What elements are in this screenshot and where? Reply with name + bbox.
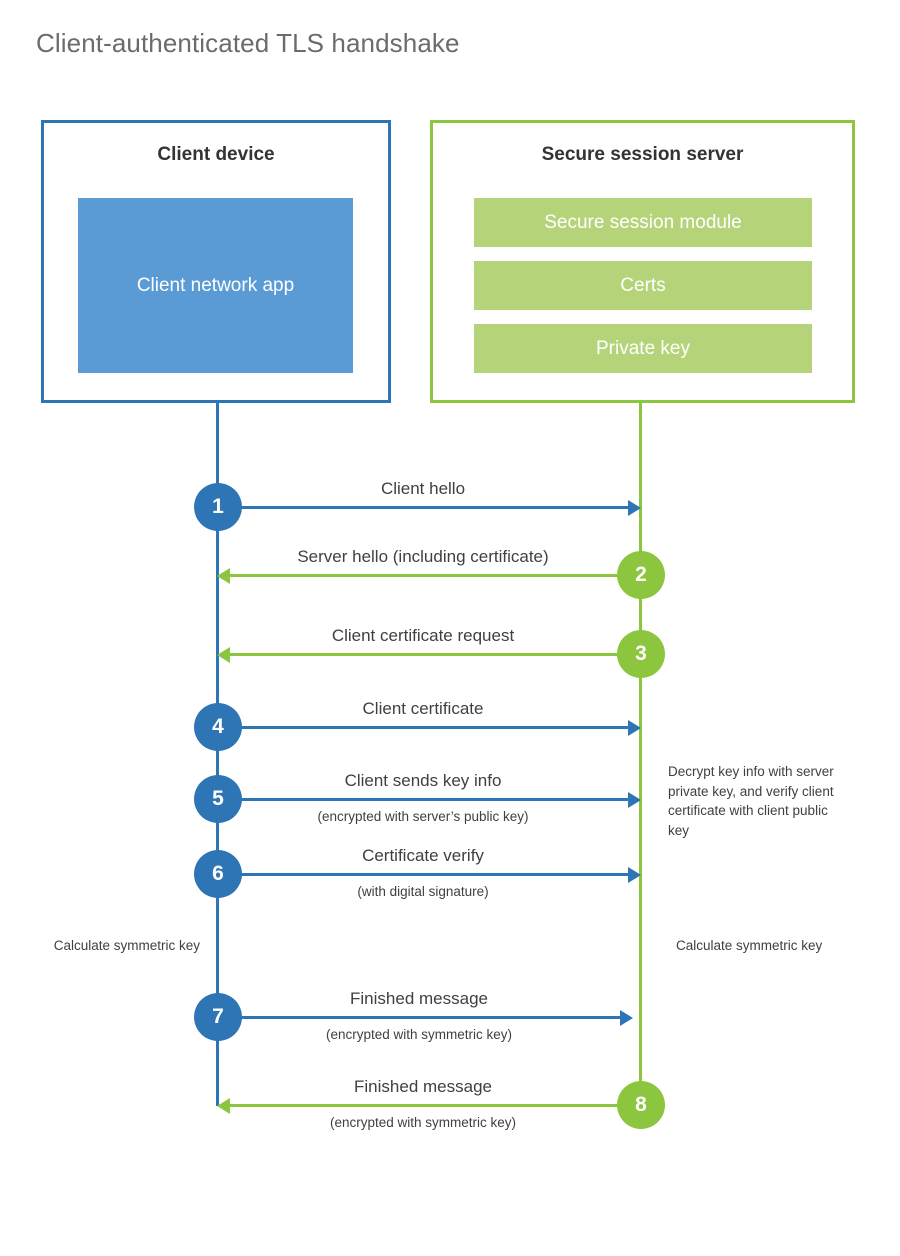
secure-session-module-component: Secure session module bbox=[474, 198, 812, 247]
step-circle-8[interactable]: 8 bbox=[617, 1081, 665, 1129]
certs-label: Certs bbox=[620, 274, 666, 296]
arrow-head-right-icon bbox=[628, 792, 641, 808]
message-sublabel-7: (encrypted with symmetric key) bbox=[325, 1027, 513, 1042]
message-line-1 bbox=[218, 506, 628, 509]
message-line-7 bbox=[218, 1016, 620, 1019]
arrow-head-right-icon bbox=[628, 867, 641, 883]
page-title: Client-authenticated TLS handshake bbox=[36, 28, 460, 58]
client-network-app-component: Client network app bbox=[78, 198, 353, 373]
message-label-4: Client certificate bbox=[362, 699, 484, 718]
step-circle-5[interactable]: 5 bbox=[194, 775, 242, 823]
step-circle-7[interactable]: 7 bbox=[194, 993, 242, 1041]
arrow-head-right-icon bbox=[628, 500, 641, 516]
message-line-5 bbox=[218, 798, 628, 801]
client-network-app-label: Client network app bbox=[136, 274, 295, 296]
message-line-8 bbox=[230, 1104, 628, 1107]
server-calculate-symmetric-key-annotation: Calculate symmetric key bbox=[676, 938, 823, 953]
step-circle-4[interactable]: 4 bbox=[194, 703, 242, 751]
secure-session-server-box: Secure session server Secure session mod… bbox=[430, 120, 855, 403]
step-circle-1[interactable]: 1 bbox=[194, 483, 242, 531]
message-label-5: Client sends key info bbox=[344, 771, 502, 790]
private-key-label: Private key bbox=[596, 337, 690, 359]
message-label-7: Finished message bbox=[350, 989, 488, 1008]
client-lifeline bbox=[216, 403, 219, 1106]
arrow-head-right-icon bbox=[620, 1010, 633, 1026]
message-label-6: Certificate verify bbox=[362, 846, 484, 865]
server-lifeline bbox=[639, 403, 642, 1106]
server-decrypt-annotation: Decrypt key info with server private key… bbox=[668, 764, 834, 838]
message-line-4 bbox=[218, 726, 628, 729]
certs-component: Certs bbox=[474, 261, 812, 310]
message-label-1: Client hello bbox=[380, 479, 466, 498]
arrow-head-left-icon bbox=[217, 568, 230, 584]
arrow-head-right-icon bbox=[628, 720, 641, 736]
message-label-3: Client certificate request bbox=[331, 626, 515, 645]
client-device-title: Client device bbox=[157, 144, 275, 165]
secure-session-module-label: Secure session module bbox=[544, 211, 742, 233]
step-circle-3[interactable]: 3 bbox=[617, 630, 665, 678]
arrow-head-left-icon bbox=[217, 1098, 230, 1114]
step-circle-2[interactable]: 2 bbox=[617, 551, 665, 599]
message-sublabel-5: (encrypted with server’s public key) bbox=[317, 809, 529, 824]
arrow-head-left-icon bbox=[217, 647, 230, 663]
message-label-8: Finished message bbox=[354, 1077, 492, 1096]
client-calculate-symmetric-key-annotation: Calculate symmetric key bbox=[53, 938, 200, 953]
message-label-2: Server hello (including certificate) bbox=[297, 547, 549, 566]
secure-session-server-title: Secure session server bbox=[541, 144, 744, 165]
private-key-component: Private key bbox=[474, 324, 812, 373]
client-device-box: Client device Client network app bbox=[41, 120, 391, 403]
message-sublabel-8: (encrypted with symmetric key) bbox=[329, 1115, 517, 1130]
message-line-2 bbox=[230, 574, 628, 577]
message-line-3 bbox=[230, 653, 628, 656]
message-line-6 bbox=[218, 873, 628, 876]
step-circle-6[interactable]: 6 bbox=[194, 850, 242, 898]
message-sublabel-6: (with digital signature) bbox=[357, 884, 489, 899]
